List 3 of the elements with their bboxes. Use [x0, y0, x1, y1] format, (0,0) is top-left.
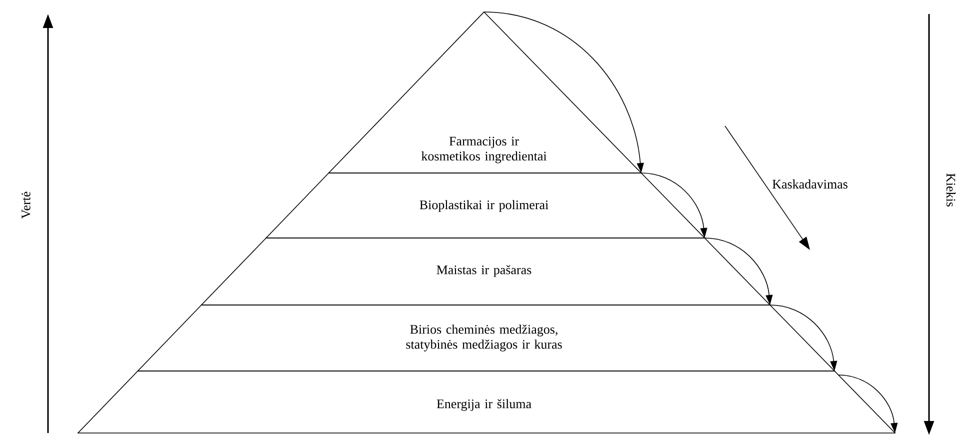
axis-label: Kaskadavimas [772, 179, 848, 189]
axis-label: Vertė [22, 192, 30, 219]
axis-label: Kiekis [946, 173, 956, 206]
